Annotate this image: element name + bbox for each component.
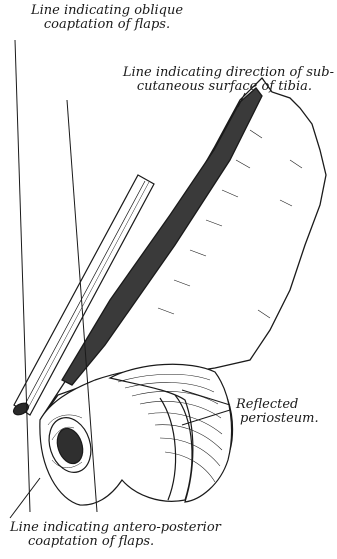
antero-posterior-line-label: Line indicating antero-posterior coaptat… [10, 521, 221, 549]
antero-posterior-pointer [10, 478, 40, 518]
oblique-coaptation-line [15, 40, 30, 512]
oblique-line-label: Line indicating oblique coaptation of fl… [2, 4, 212, 32]
reflected-periosteum-label: Reflected periosteum. [232, 398, 319, 426]
subcutaneous-line-label: Line indicating direction of sub- cutane… [50, 66, 334, 94]
